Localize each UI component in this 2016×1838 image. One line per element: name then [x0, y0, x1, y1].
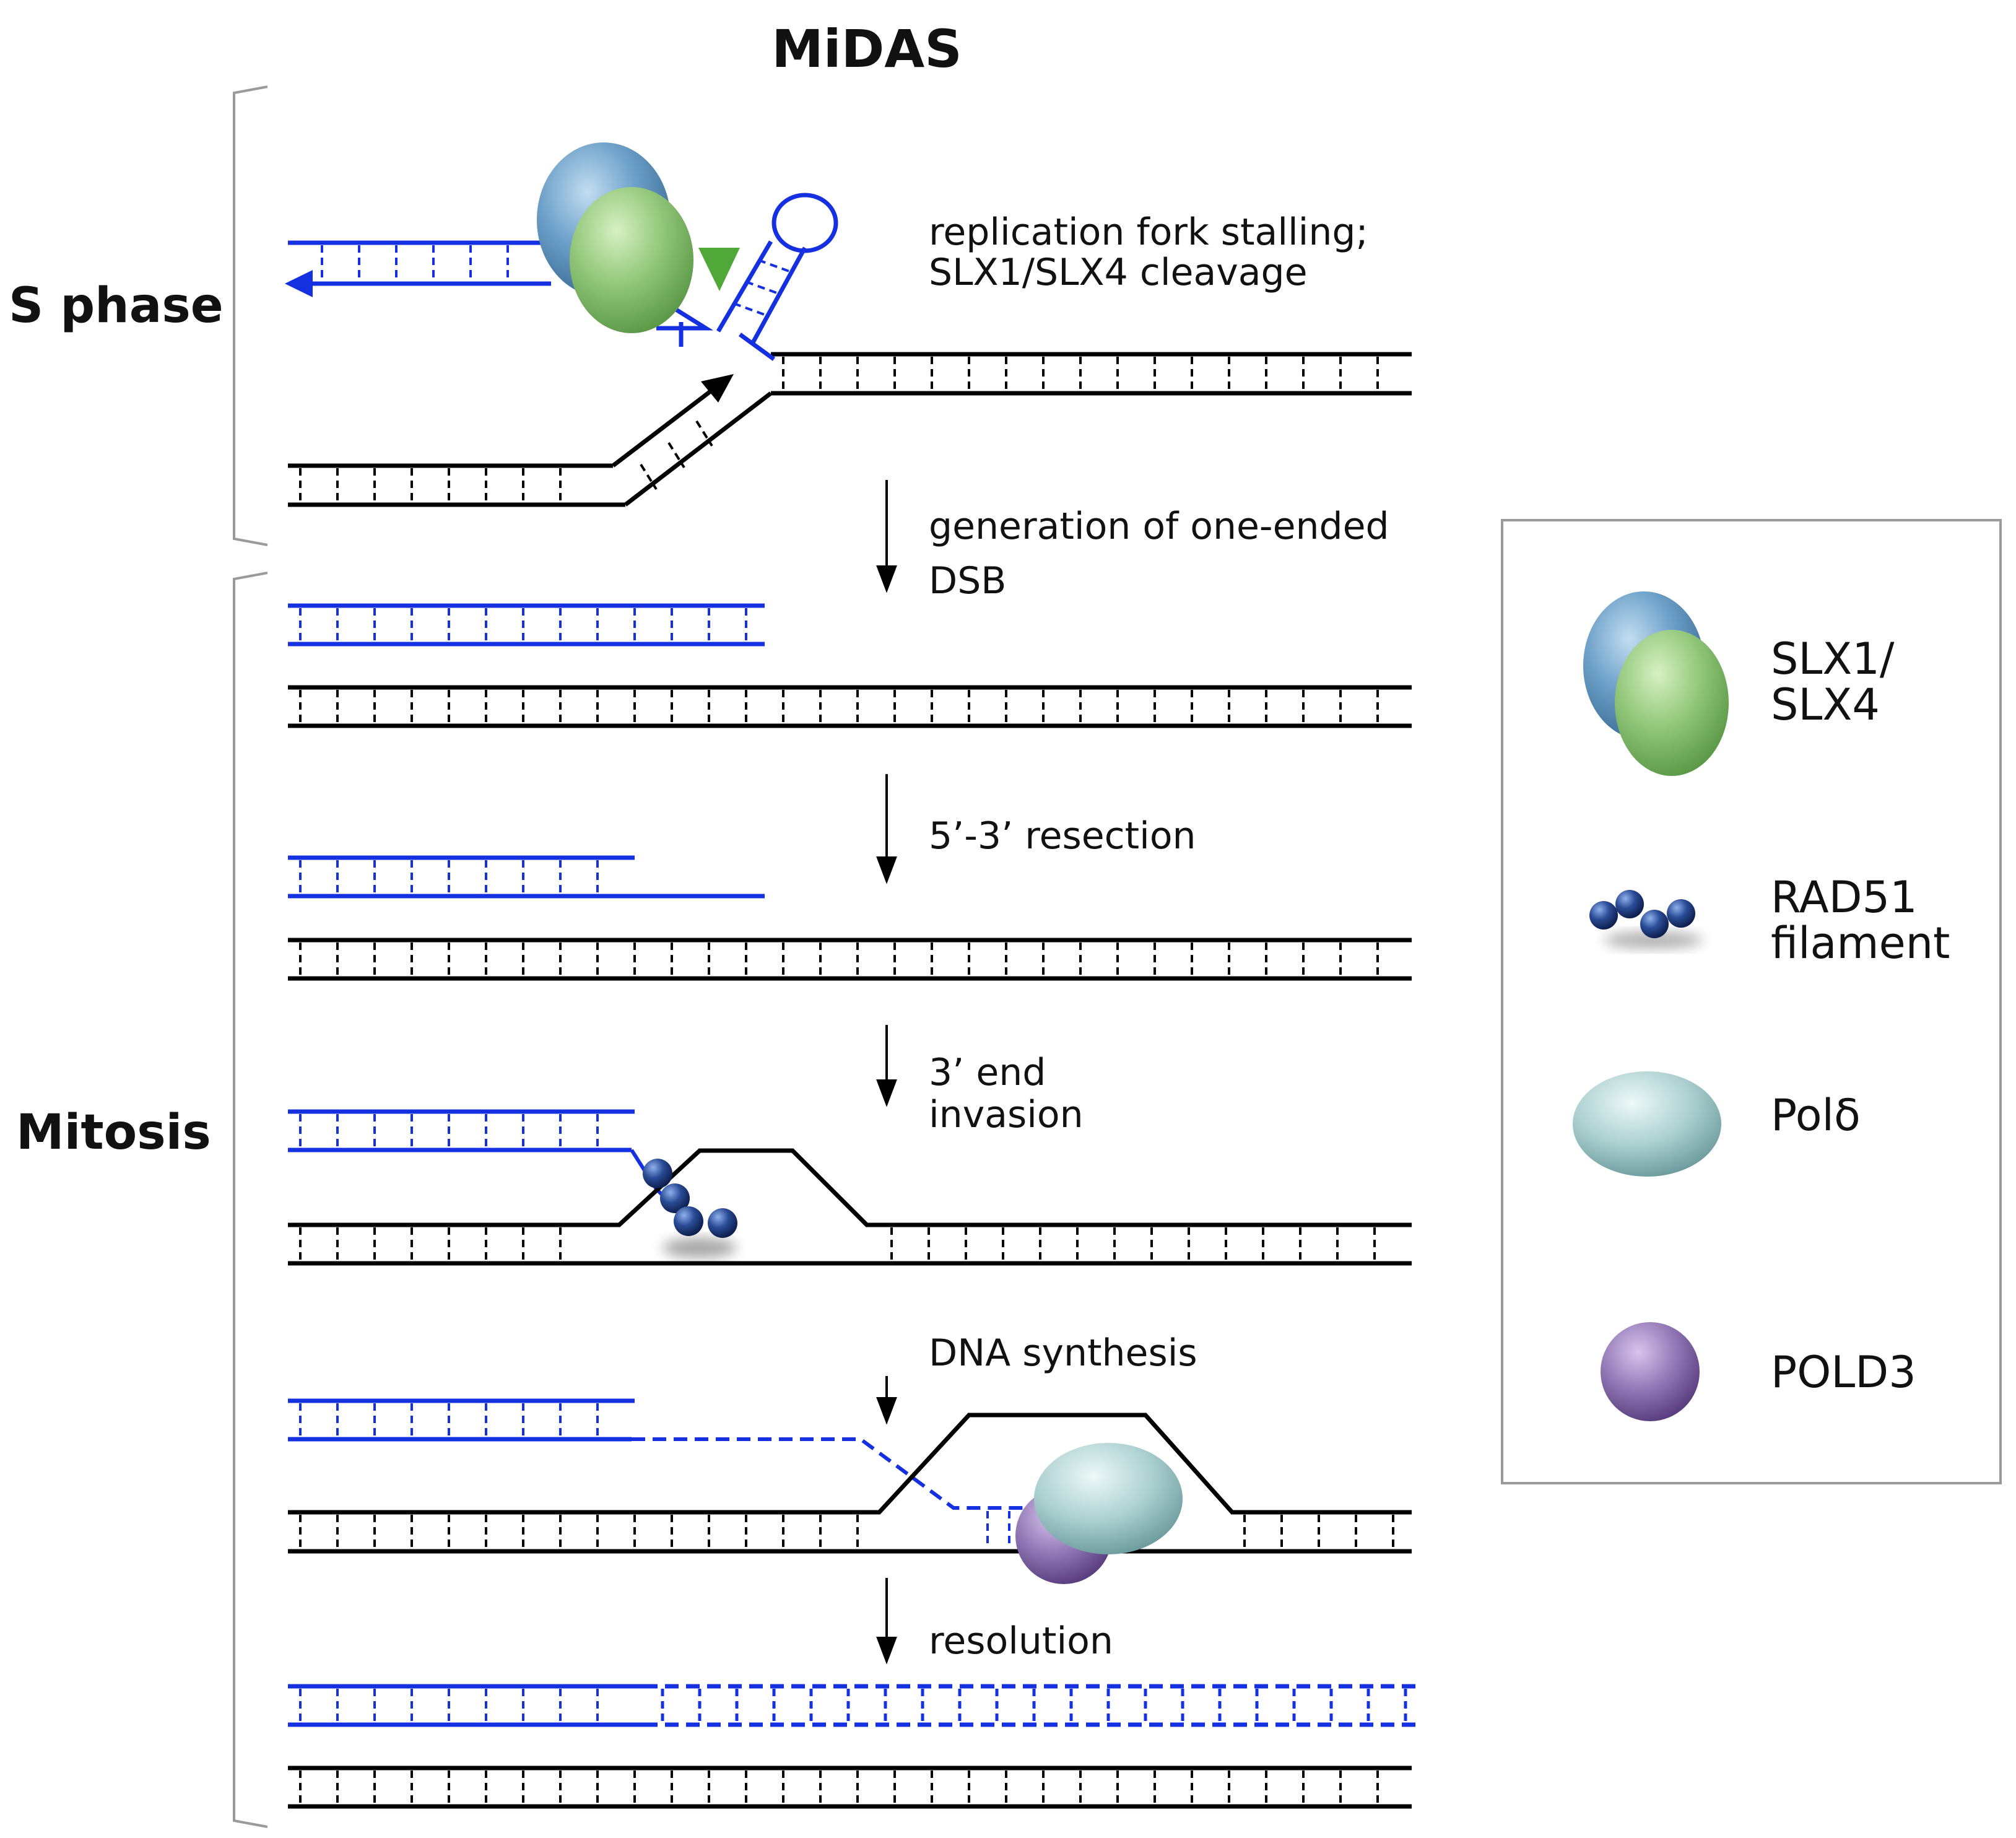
duplex-rungs: [299, 468, 562, 502]
duplex-rungs: [299, 690, 1379, 723]
duplex-rungs: [299, 1114, 599, 1148]
arrow-step6: [876, 1578, 897, 1665]
polymerase-complex: [1015, 1443, 1183, 1584]
diagram-title: MiDAS: [771, 19, 962, 79]
legend-box: [1501, 519, 2002, 1484]
step3-label: 5’-3’ resection: [929, 814, 1196, 858]
duplex-rungs: [1243, 1515, 1394, 1549]
slx1-slx4-complex-icon: [1583, 591, 1729, 776]
rad51-filament-icon: [1589, 890, 1703, 949]
duplex-rungs: [890, 1227, 1376, 1261]
duplex-rungs: [661, 1689, 1407, 1722]
leading-strand-arrowhead: [701, 374, 734, 403]
resected-nascent-end: [288, 855, 765, 899]
step6-label: resolution: [929, 1619, 1113, 1663]
duplex-rungs: [299, 860, 599, 894]
duplex-rungs: [299, 1227, 562, 1261]
duplex-rungs: [299, 943, 1379, 976]
step1-replication-fork: [285, 142, 1412, 507]
step2-label: generation of one-ended DSB: [929, 505, 1401, 603]
pol-delta-icon: [1573, 1071, 1721, 1177]
arrow-step3: [876, 774, 897, 884]
step1-label: replication fork stalling; SLX1/SLX4 cle…: [929, 211, 1380, 294]
d-loop-template: [288, 1148, 1412, 1266]
sister-template-duplex: [288, 938, 1412, 981]
sister-template-duplex: [288, 685, 1412, 728]
s-phase-bracket: [233, 85, 268, 546]
duplex-rungs: [299, 1689, 599, 1722]
duplex-rungs: [299, 1770, 1379, 1804]
step5-label: DNA synthesis: [929, 1331, 1197, 1375]
duplex-rungs: [321, 245, 509, 281]
duplex-rungs: [299, 1515, 859, 1549]
step4-strand-invasion: [288, 1109, 1412, 1266]
phase-label-mitosis: Mitosis: [16, 1105, 211, 1161]
legend-label-pol-delta: Polδ: [1771, 1090, 1861, 1141]
extending-nascent-end: [288, 1398, 1028, 1545]
phase-label-s-phase: S phase: [9, 278, 224, 334]
step-labels: replication fork stalling; SLX1/SLX4 cle…: [929, 211, 1401, 1663]
step3-resection: [288, 855, 1412, 981]
step-arrows: [876, 480, 897, 1665]
arrow-step4: [876, 1025, 897, 1107]
template-duplex-left: [288, 374, 773, 507]
step5-dna-synthesis: [288, 1398, 1412, 1584]
pol-delta-subunit: [1034, 1443, 1183, 1554]
duplex-rungs: [299, 1403, 599, 1437]
resolved-nascent-duplex: [288, 1684, 1418, 1727]
mitosis-bracket: [233, 572, 268, 1828]
pold3-icon: [1601, 1322, 1700, 1421]
hairpin-structure: [716, 193, 838, 345]
arrow-step5: [876, 1376, 897, 1425]
cleavage-site-marker: [698, 248, 740, 291]
legend: SLX1/ SLX4 RAD51 filament Polδ POLD3: [1501, 519, 2002, 1484]
legend-label-rad51: RAD51 filament: [1771, 872, 1950, 969]
template-duplex-right: [771, 352, 1412, 396]
nascent-strand-arrowhead: [285, 270, 313, 297]
arrow-step2: [876, 480, 897, 593]
slx1-slx4-complex: [537, 142, 693, 333]
step6-resolution: [288, 1684, 1418, 1809]
duplex-rungs: [299, 608, 747, 642]
d-loop-template: [288, 1413, 1412, 1554]
rad51-filament: [643, 1159, 737, 1258]
step2-one-ended-dsb: [288, 603, 1412, 728]
regressed-nascent-duplex: [285, 240, 776, 361]
duplex-rungs: [782, 357, 1379, 391]
legend-label-pold3: POLD3: [1771, 1347, 1916, 1398]
legend-label-slx: SLX1/ SLX4: [1771, 634, 1908, 730]
sister-template-duplex: [288, 1766, 1412, 1809]
step4-label: 3’ end invasion: [929, 1051, 1084, 1136]
invading-nascent-end: [288, 1109, 695, 1228]
nascent-duplex: [288, 603, 765, 647]
